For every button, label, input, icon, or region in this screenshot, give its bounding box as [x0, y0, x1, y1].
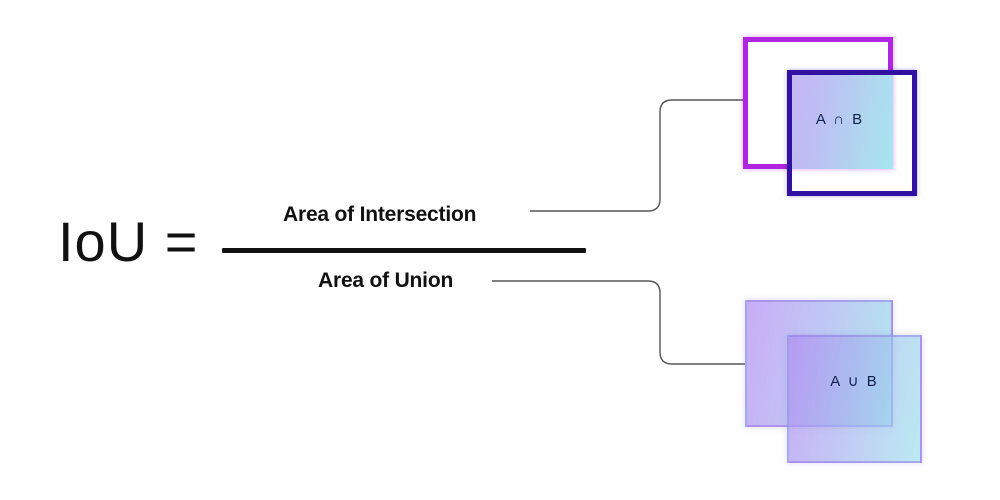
numerator-label: Area of Intersection [283, 203, 477, 226]
fraction-bar [222, 248, 586, 253]
intersection-label: A ∩ B [815, 111, 865, 128]
intersection-overlap-fill [787, 70, 893, 169]
iou-formula-lhs: IoU = [58, 210, 199, 273]
union-diagram: A ∪ B [735, 290, 935, 475]
intersection-diagram: A ∩ B [735, 25, 935, 210]
intersection-square-b-outline [787, 70, 917, 196]
denominator-label: Area of Union [318, 269, 454, 292]
connector-intersection-line [530, 99, 745, 212]
union-label: A ∪ B [830, 373, 879, 390]
union-square-b-filled [787, 335, 922, 463]
connector-union-line [492, 280, 745, 365]
